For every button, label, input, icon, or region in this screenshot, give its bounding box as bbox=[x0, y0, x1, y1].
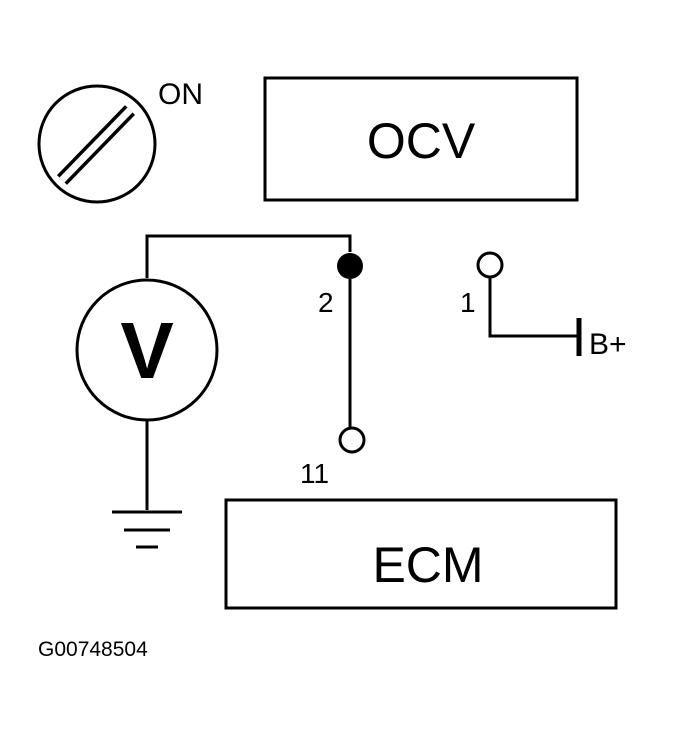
ocv-label: OCV bbox=[367, 113, 476, 169]
ground-icon bbox=[112, 510, 182, 549]
voltmeter-positive-wire bbox=[145, 234, 352, 278]
terminal-1-label: 1 bbox=[460, 287, 476, 318]
ecm-box bbox=[224, 498, 618, 610]
figure-code: G00748504 bbox=[38, 638, 148, 661]
ignition-on-label: ON bbox=[158, 78, 203, 111]
battery-supply-wire bbox=[488, 277, 578, 338]
terminal-2-connector-icon bbox=[337, 253, 363, 279]
battery-label: B+ bbox=[589, 328, 627, 361]
terminal-11-label: 11 bbox=[300, 458, 329, 489]
terminal-11-connector-icon bbox=[338, 426, 366, 454]
terminal-2-label: 2 bbox=[318, 287, 334, 318]
ignition-switch-icon bbox=[37, 84, 157, 204]
ocv-box bbox=[263, 76, 579, 202]
voltmeter-symbol: V bbox=[120, 306, 173, 395]
terminal-1-connector-icon bbox=[476, 251, 504, 279]
ecm-label: ECM bbox=[372, 537, 483, 593]
